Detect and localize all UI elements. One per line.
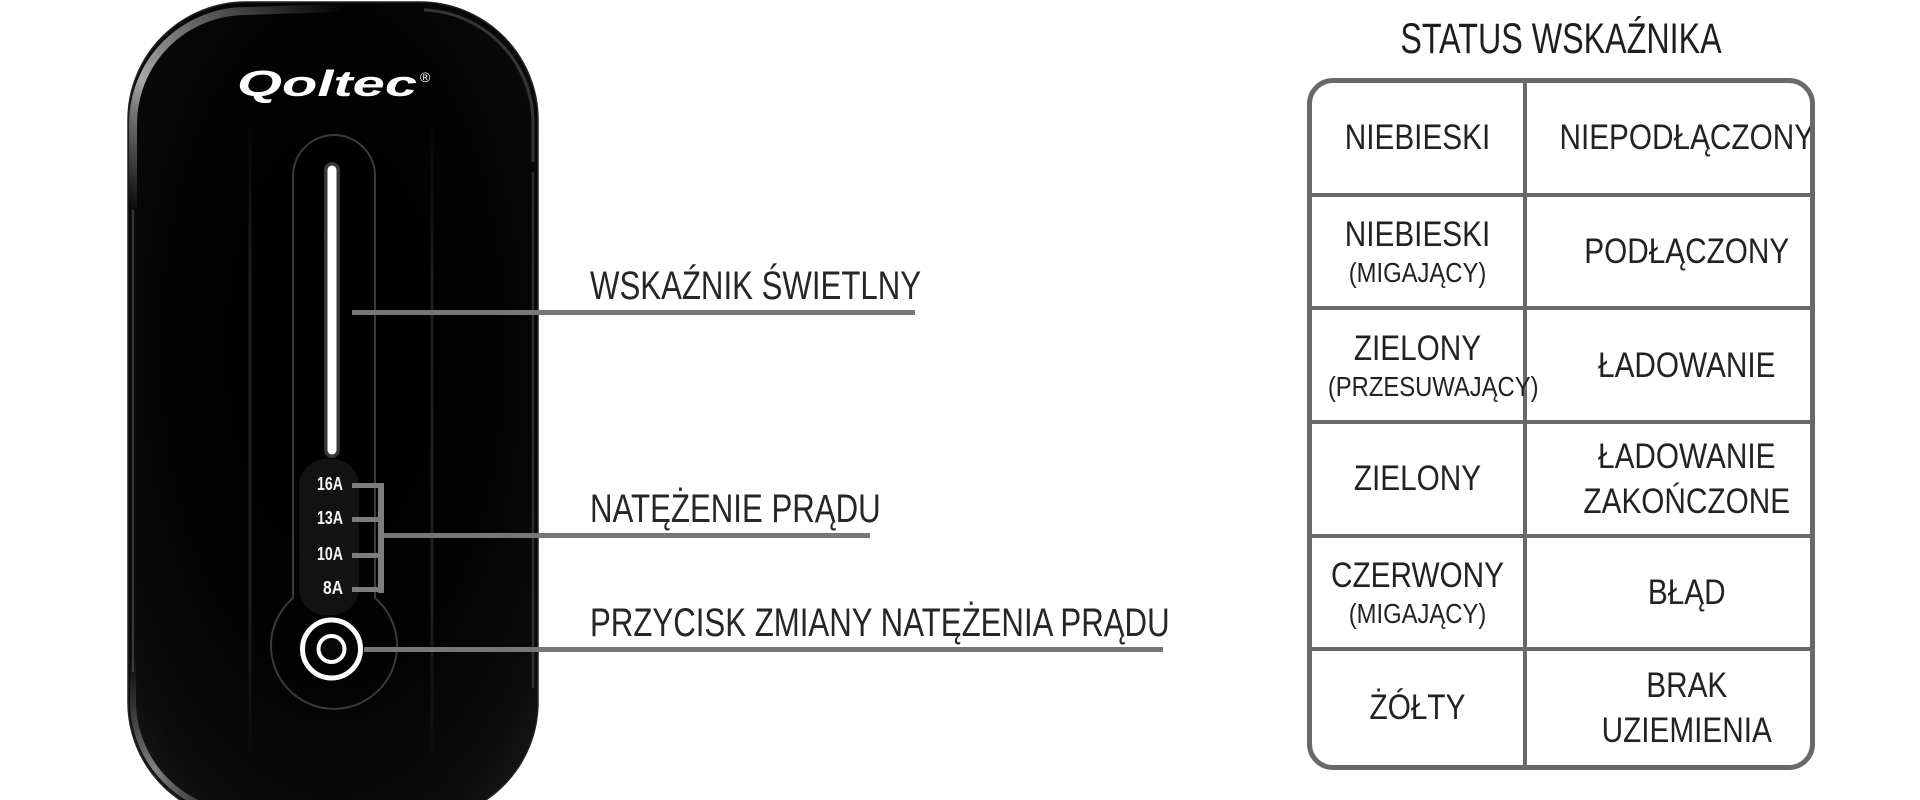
meaning-cell-row5: BŁĄD [1527,538,1810,652]
body-highlight-bottom-left [130,661,199,800]
indicator-color: CZERWONY [1330,555,1505,595]
indicator-groove [270,134,398,710]
amperage-bracket-stub-8a [352,587,382,592]
indicator-color: ZIELONY [1353,328,1482,368]
amperage-label-13a: 13A [317,508,343,528]
charger-device-illustration: 16A 13A 10A 8A Qoltec ® [127,1,539,800]
meaning-cell-row3: ŁADOWANIE [1527,310,1810,424]
indicator-cell-row6: ŻÓŁTY [1312,651,1527,765]
amperage-bracket-stub-10a [352,553,382,558]
indicator-meaning: ŁADOWANIE [1598,345,1776,385]
indicator-color: NIEBIESKI [1344,117,1491,157]
indicator-cell-row1: NIEBIESKI [1312,83,1527,197]
label-light-indicator: WSKAŹNIK ŚWIETLNY [590,264,922,308]
meaning-cell-row1: NIEPODŁĄCZONY [1527,83,1815,197]
meaning-cell-row6: BRAK UZIEMIENIA [1527,651,1810,765]
leader-line-current-intensity [381,533,870,538]
indicator-meaning: BŁĄD [1647,572,1726,612]
indicator-color: ŻÓŁTY [1369,688,1466,728]
indicator-note: (MIGAJĄCY) [1348,256,1487,288]
meaning-cell-row2: PODŁĄCZONY [1527,197,1810,311]
body-highlight-top-left [129,4,340,212]
status-table-title: STATUS WSKAŹNIKA [1400,15,1722,63]
indicator-note: (MIGAJĄCY) [1348,597,1487,629]
amperage-label-16a: 16A [317,474,343,494]
status-table: NIEBIESKI NIEPODŁĄCZONY NIEBIESKI (MIGAJ… [1307,78,1815,770]
indicator-cell-row3: ZIELONY (PRZESUWAJĄCY) [1312,310,1539,424]
label-current-intensity: NATĘŻENIE PRĄDU [590,487,881,531]
current-button-outer-ring [300,617,363,681]
amperage-bracket-vertical [378,483,384,593]
registered-trademark-icon: ® [420,69,431,85]
current-button-inner-ring [316,634,347,664]
indicator-meaning: PODŁĄCZONY [1584,231,1790,271]
amperage-panel [299,459,359,615]
indicator-color: NIEBIESKI [1344,214,1491,254]
amperage-bracket-stub-13a [352,517,382,522]
indicator-cell-row2: NIEBIESKI (MIGAJĄCY) [1312,196,1527,311]
body-highlight-top-right [423,8,535,162]
indicator-meaning: ŁADOWANIE ZAKOŃCZONE [1583,436,1791,521]
indicator-meaning: NIEPODŁĄCZONY [1559,118,1815,158]
brand-logo: Qoltec [237,63,417,104]
meaning-cell-row4: ŁADOWANIE ZAKOŃCZONE [1527,424,1810,538]
indicator-cell-row4: ZIELONY [1312,423,1527,538]
leader-line-current-button [364,647,1163,652]
leader-line-light-indicator [352,310,915,315]
amperage-bracket-stub-16a [352,483,382,488]
amperage-label-10a: 10A [317,544,343,564]
indicator-meaning: BRAK UZIEMIENIA [1601,666,1772,751]
amperage-label-8a: 8A [323,578,343,598]
label-current-change-button: PRZYCISK ZMIANY NATĘŻENIA PRĄDU [590,601,1170,645]
indicator-cell-row5: CZERWONY (MIGAJĄCY) [1312,537,1527,652]
indicator-note: (PRZESUWAJĄCY) [1327,370,1539,402]
indicator-color: ZIELONY [1353,458,1482,498]
